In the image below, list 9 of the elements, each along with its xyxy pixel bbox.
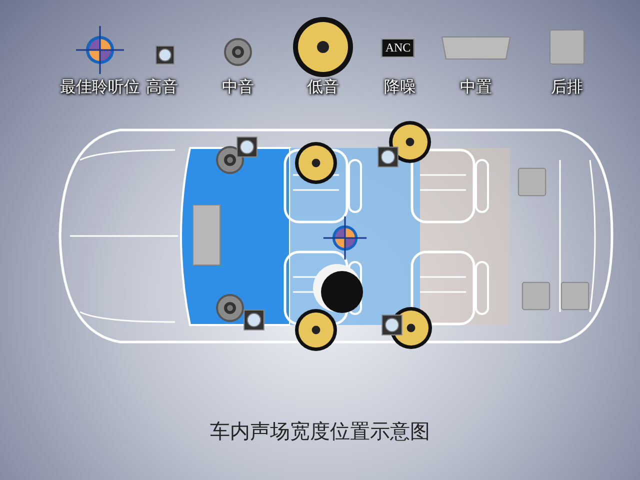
caption: 车内声场宽度位置示意图 <box>210 418 430 445</box>
legend-label: 最佳聆听位 <box>60 77 140 98</box>
legend-label: 高音 <box>146 77 178 98</box>
legend-label: 中音 <box>222 77 254 98</box>
anc-badge: ANC <box>381 38 415 58</box>
legend-label: 低音 <box>307 77 339 98</box>
legend-label: 中置 <box>460 77 492 98</box>
legend-label: 后排 <box>551 77 583 98</box>
legend-label: 降噪 <box>384 77 416 98</box>
